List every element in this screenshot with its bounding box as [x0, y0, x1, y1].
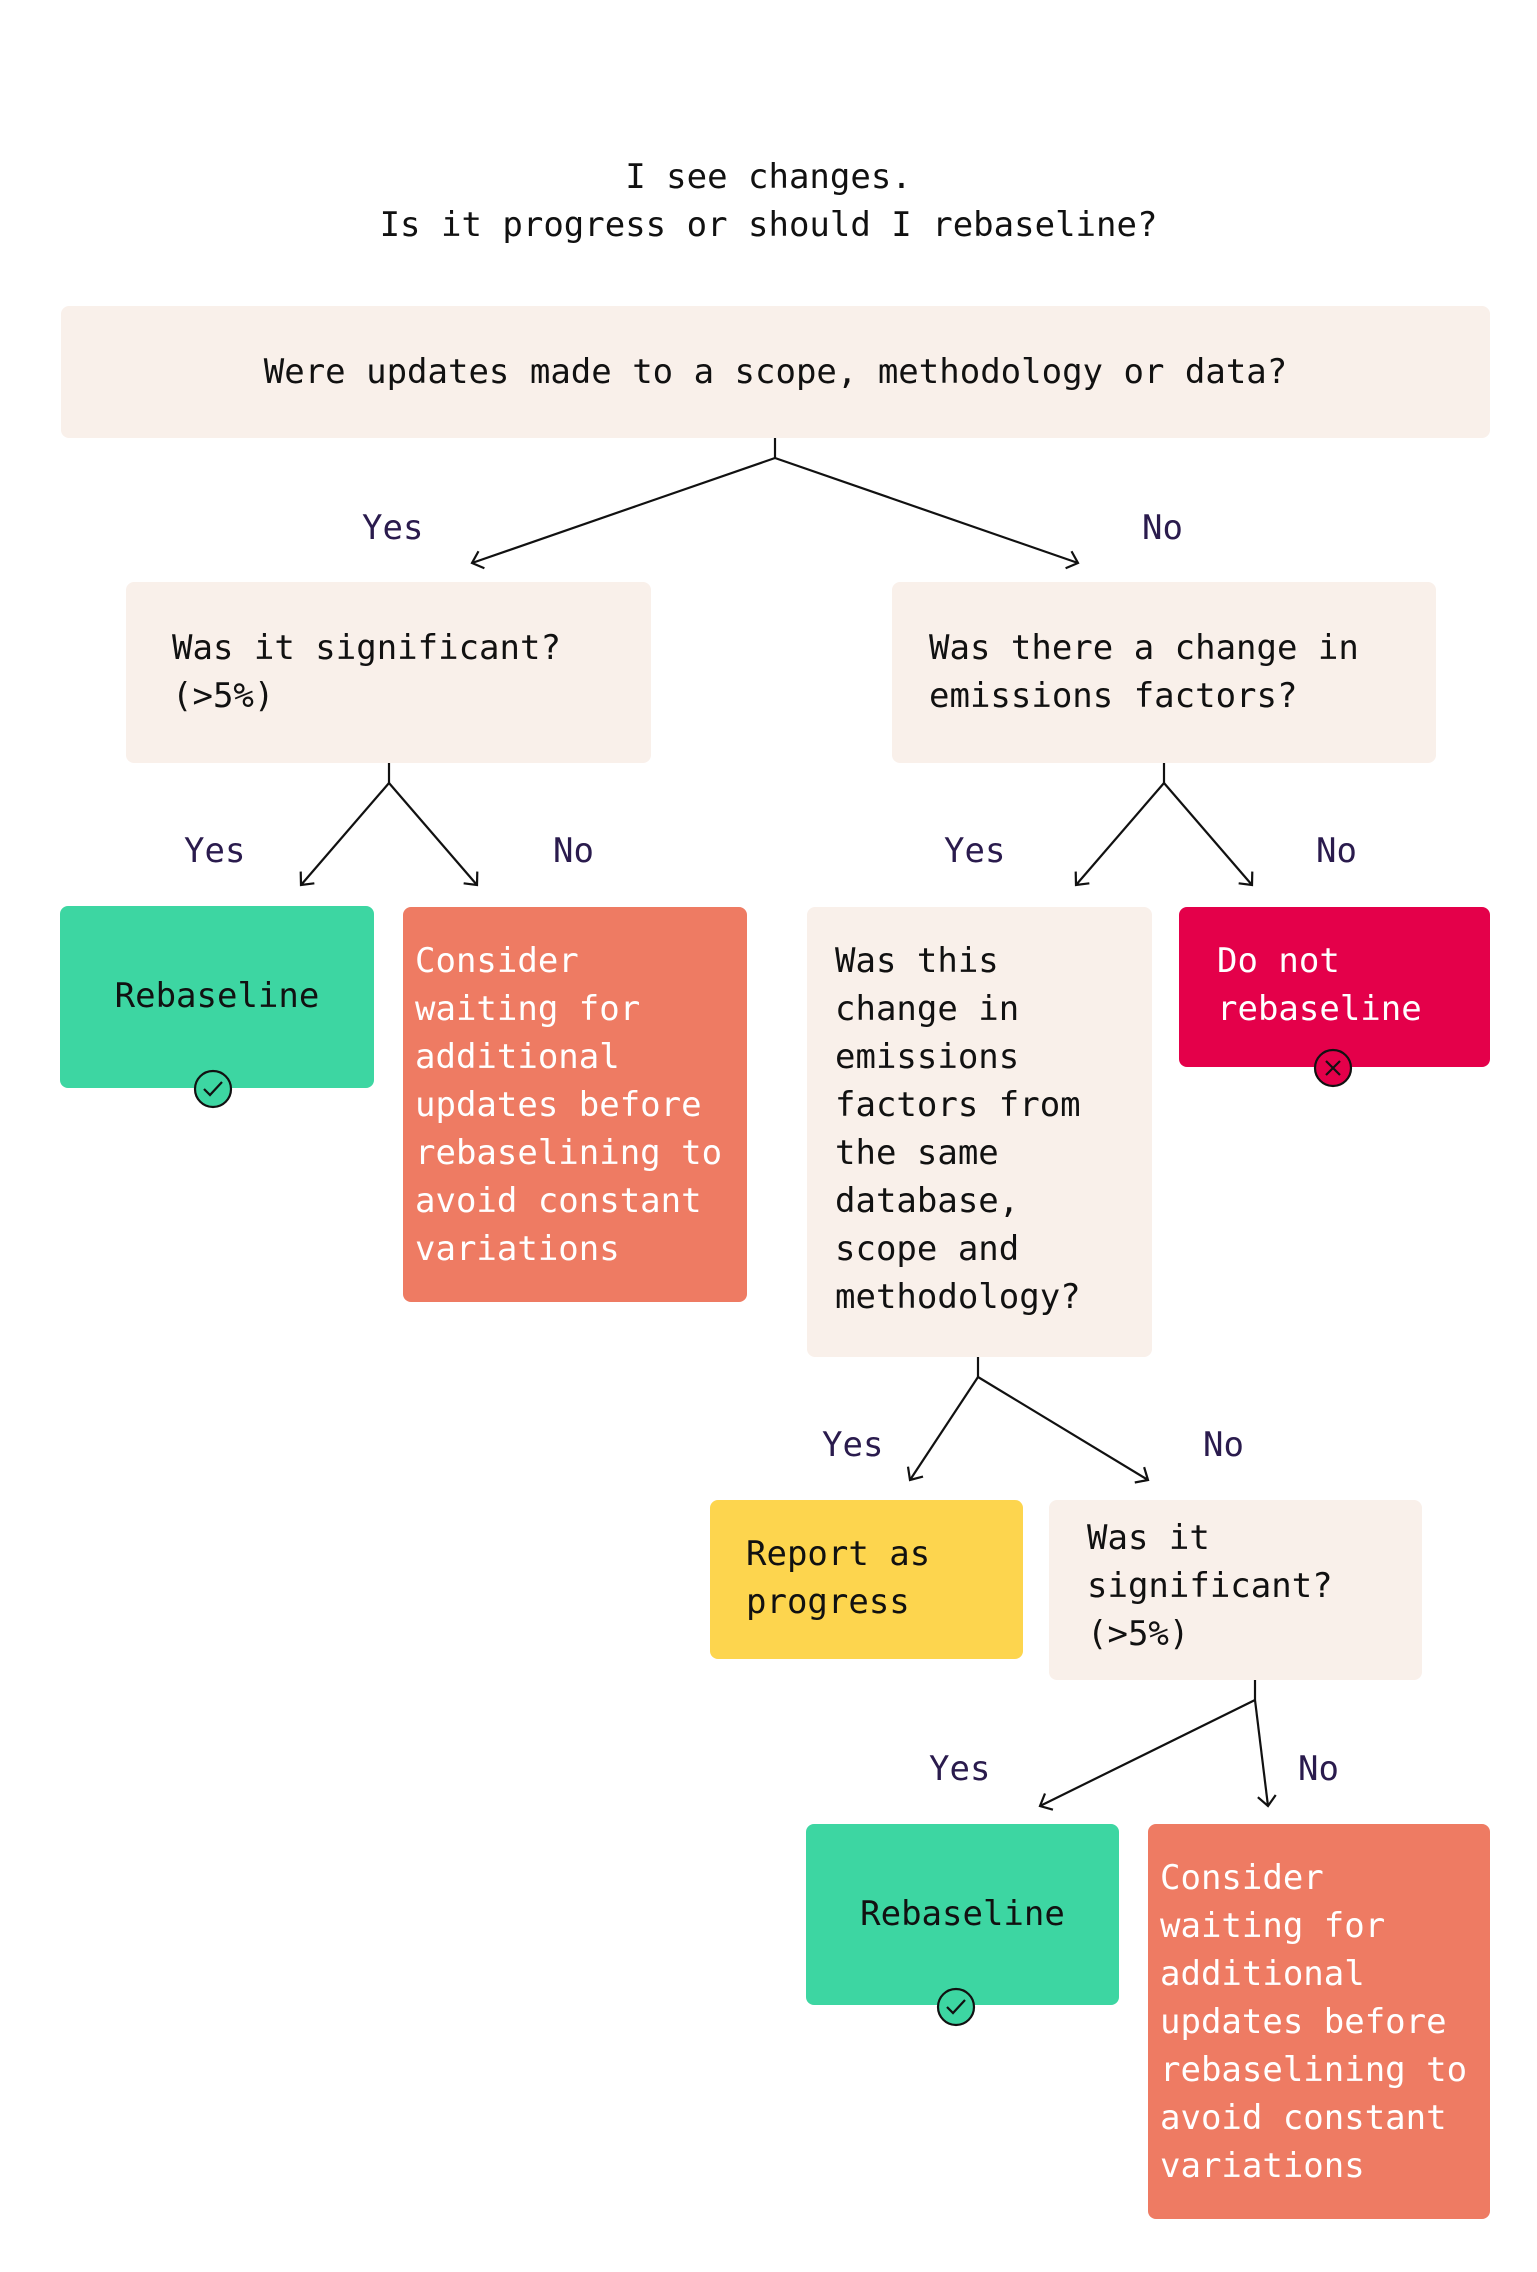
label-no: No — [1203, 1425, 1244, 1465]
check-circle-icon — [193, 1069, 233, 1109]
node-text-line: Was this — [835, 941, 999, 981]
connector-arrow — [906, 1376, 979, 1482]
node-text-line: updates before — [1160, 2002, 1447, 2042]
label-yes: Yes — [944, 831, 1006, 871]
outcome-rebaseline-second: Rebaseline — [806, 1824, 1119, 2005]
node-text-line: rebaseline — [1217, 989, 1422, 1029]
label-no: No — [553, 831, 594, 871]
connector-arrow — [1074, 782, 1165, 887]
node-text-line: variations — [1160, 2146, 1365, 2186]
node-text-line: waiting for — [1160, 1906, 1386, 1946]
node-text-line: waiting for — [415, 989, 641, 1029]
node-text-line: progress — [746, 1582, 910, 1622]
node-text-line: additional — [1160, 1954, 1365, 1994]
node-text-line: database, — [835, 1181, 1020, 1221]
node-text-line: change in — [835, 989, 1020, 1029]
node-text-line: methodology? — [835, 1277, 1081, 1317]
node-text-line: additional — [415, 1037, 620, 1077]
outcome-do-not-rebaseline: Do not rebaseline — [1179, 907, 1490, 1067]
connector-arrow — [470, 456, 776, 570]
outcome-rebaseline: Rebaseline — [60, 906, 374, 1088]
outcome-consider-waiting-second: Consider waiting for additional updates … — [1148, 1824, 1490, 2219]
connector-arrow — [1038, 1699, 1256, 1811]
question-significant-second: Was it significant? (>5%) — [1049, 1500, 1422, 1680]
outcome-consider-waiting: Consider waiting for additional updates … — [403, 907, 747, 1302]
node-text: Were updates made to a scope, methodolog… — [263, 352, 1288, 392]
connector-arrow — [1163, 782, 1254, 887]
node-text-line: (>5%) — [1087, 1614, 1190, 1654]
node-text-line: updates before — [415, 1085, 702, 1125]
node-text-line: Consider — [415, 941, 579, 981]
connector-arrow — [299, 782, 390, 887]
label-yes: Yes — [362, 508, 424, 548]
node-text-line: significant? — [1087, 1566, 1333, 1606]
label-yes: Yes — [929, 1749, 991, 1789]
title-line-1: I see changes. — [625, 157, 912, 197]
connector-arrow — [774, 456, 1080, 570]
node-text: Rebaseline — [860, 1894, 1065, 1934]
check-circle-icon — [936, 1987, 976, 2027]
outcome-report-as-progress: Report as progress — [710, 1500, 1023, 1659]
label-yes: Yes — [184, 831, 246, 871]
label-no: No — [1298, 1749, 1339, 1789]
node-text-line: rebaselining to — [1160, 2050, 1468, 2090]
node-text-line: Do not — [1217, 941, 1340, 981]
title-line-2: Is it progress or should I rebaseline? — [379, 205, 1158, 245]
node-text-line: Was it — [1087, 1518, 1210, 1558]
node-text-line: rebaselining to — [415, 1133, 723, 1173]
label-no: No — [1142, 508, 1183, 548]
node-text-line: avoid constant — [1160, 2098, 1447, 2138]
connector-arrow — [1253, 1699, 1277, 1808]
x-circle-icon — [1313, 1048, 1353, 1088]
connector-arrow — [388, 782, 479, 887]
node-text-line: Was it significant? — [172, 628, 561, 668]
question-same-database: Was this change in emissions factors fro… — [807, 907, 1152, 1357]
node-text-line: Consider — [1160, 1858, 1324, 1898]
question-updates-made: Were updates made to a scope, methodolog… — [61, 306, 1490, 438]
connector-arrow — [977, 1376, 1150, 1484]
node-text-line: emissions — [835, 1037, 1020, 1077]
node-text-line: Report as — [746, 1534, 931, 1574]
node-text-line: scope and — [835, 1229, 1020, 1269]
node-text-line: (>5%) — [172, 676, 275, 716]
node-text: Rebaseline — [114, 976, 320, 1016]
diagram-title: I see changes. Is it progress or should … — [0, 153, 1537, 249]
label-yes: Yes — [822, 1425, 884, 1465]
node-text-line: variations — [415, 1229, 620, 1269]
node-text-line: the same — [835, 1133, 999, 1173]
question-significant: Was it significant? (>5%) — [126, 582, 651, 763]
node-text-line: emissions factors? — [929, 676, 1298, 716]
question-emissions-factors: Was there a change in emissions factors? — [892, 582, 1436, 763]
label-no: No — [1316, 831, 1357, 871]
node-text-line: avoid constant — [415, 1181, 702, 1221]
node-text-line: factors from — [835, 1085, 1081, 1125]
node-text-line: Was there a change in — [929, 628, 1359, 668]
